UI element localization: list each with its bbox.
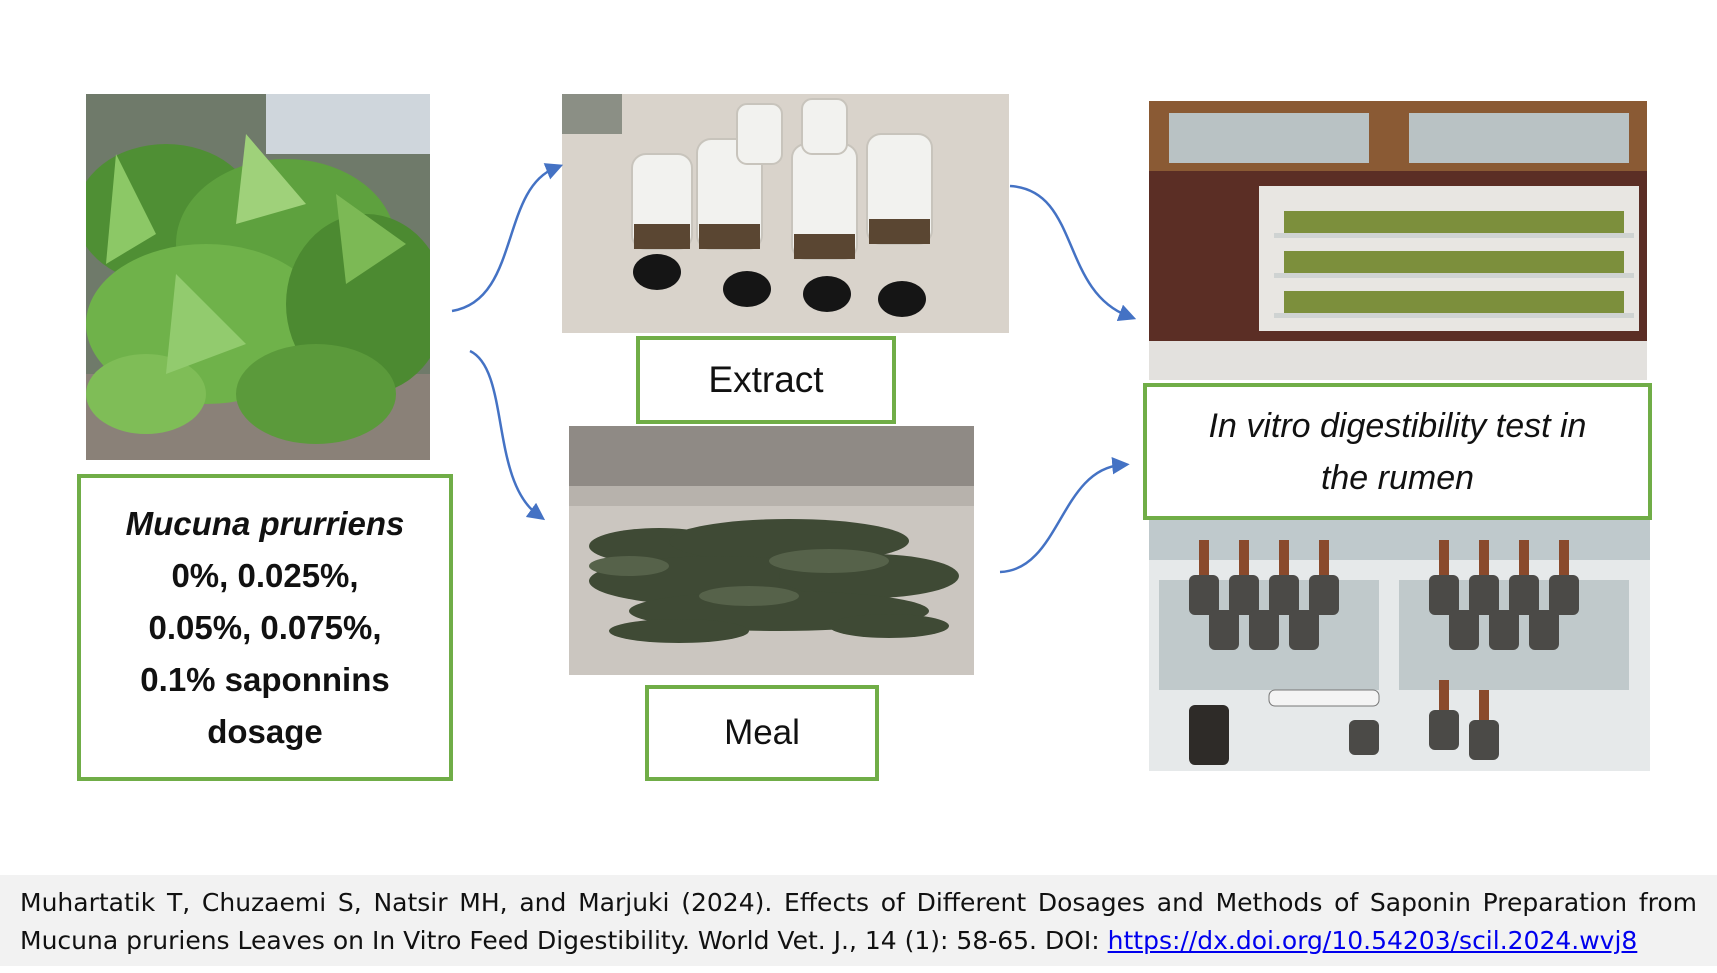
- dosage-line-4: dosage: [207, 712, 323, 750]
- doi-link[interactable]: https://dx.doi.org/10.54203/scil.2024.wv…: [1107, 926, 1638, 955]
- invitro-test-label: In vitro digestibility test in the rumen: [1143, 383, 1652, 520]
- arrow-leaves-to-meal: [469, 349, 546, 521]
- drying-leaves-meal-photo: [569, 426, 974, 675]
- meal-text: Meal: [724, 713, 800, 752]
- invitro-line-2: the rumen: [1320, 458, 1475, 497]
- citation-bar: Muhartatik T, Chuzaemi S, Natsir MH, and…: [0, 875, 1717, 966]
- extract-label: Extract: [636, 336, 896, 424]
- arrow-extract-to-incubator: [1009, 184, 1137, 322]
- arrow-leaves-to-extract: [451, 163, 564, 313]
- meal-label: Meal: [645, 685, 879, 781]
- incubator-photo: [1149, 101, 1647, 380]
- invitro-line-1: In vitro digestibility test in: [1208, 406, 1587, 445]
- dosage-line-3: 0.1% saponnins: [140, 660, 390, 698]
- mucuna-dosage-label: Mucuna prurriens 0%, 0.025%, 0.05%, 0.07…: [77, 474, 453, 781]
- mucuna-leaves-photo: [86, 94, 430, 460]
- dosage-line-1: 0%, 0.025%,: [171, 556, 359, 594]
- dosage-line-2: 0.05%, 0.075%,: [148, 608, 382, 646]
- extract-text: Extract: [708, 359, 824, 400]
- rumen-fermentation-bottles-photo: [1149, 520, 1650, 771]
- mucuna-species-text: Mucuna prurriens: [125, 504, 405, 542]
- arrow-meal-to-invitro: [999, 457, 1130, 574]
- citation-text: Muhartatik T, Chuzaemi S, Natsir MH, and…: [20, 888, 1697, 955]
- extract-bottles-photo: [562, 94, 1009, 333]
